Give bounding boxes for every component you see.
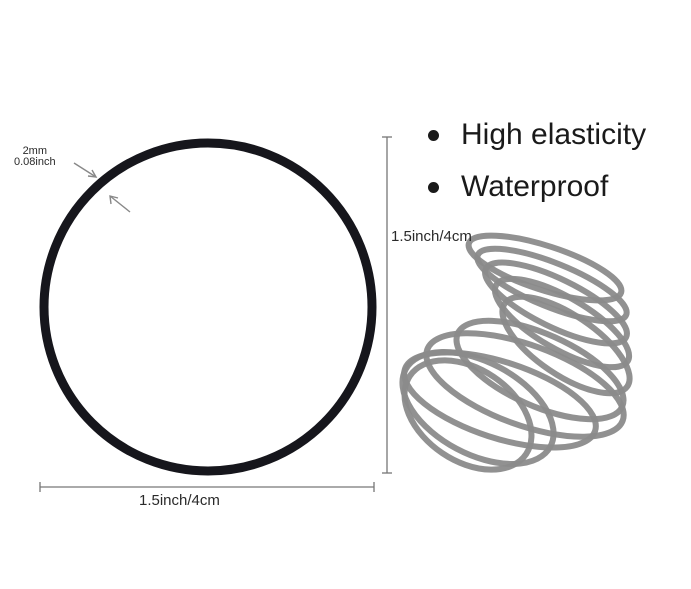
feature-item: Waterproof bbox=[428, 170, 608, 204]
thickness-mm: 2mm bbox=[22, 145, 48, 157]
black-hair-tie-ring bbox=[39, 138, 377, 476]
thickness-arrows bbox=[73, 162, 131, 213]
thickness-inch: 0.08inch bbox=[14, 156, 56, 168]
grey-elastic-bands-stack bbox=[399, 232, 633, 473]
feature-label: High elasticity bbox=[461, 118, 647, 151]
feature-label: Waterproof bbox=[461, 170, 609, 203]
bullet-icon bbox=[428, 181, 439, 193]
width-label: 1.5inch/4cm bbox=[139, 492, 220, 509]
height-label: 1.5inch/4cm bbox=[391, 228, 472, 245]
bullet-icon bbox=[428, 129, 439, 141]
feature-item: High elasticity bbox=[428, 118, 646, 152]
height-dimension-line bbox=[382, 136, 392, 474]
width-dimension-line bbox=[39, 482, 375, 492]
thickness-label: 2mm 0.08inch bbox=[14, 146, 56, 168]
